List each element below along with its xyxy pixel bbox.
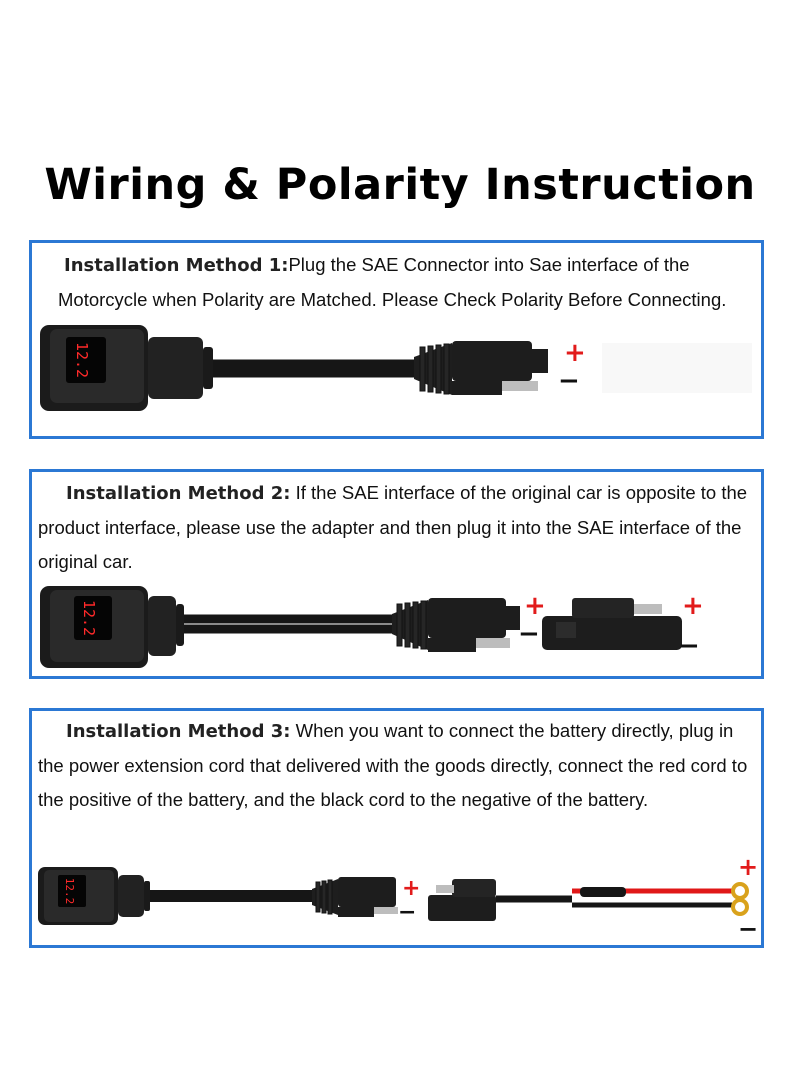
negative-sign: − (558, 366, 580, 396)
method-2-label: Installation Method 2: (66, 483, 291, 504)
positive-sign-2: + (682, 591, 704, 621)
method-2-text: If the SAE interface of the original car… (38, 482, 748, 572)
method-2-description: Installation Method 2: If the SAE interf… (38, 476, 755, 579)
positive-sign-2: + (738, 853, 758, 881)
method-3-description: Installation Method 3: When you want to … (38, 714, 755, 817)
sae-connector (392, 598, 520, 652)
positive-sign: + (564, 338, 586, 368)
page-title: Wiring & Polarity Instruction (44, 160, 756, 210)
sae-connector (414, 341, 548, 395)
method-3-diagram: 12.2 + − (38, 853, 758, 943)
method-2-panel: Installation Method 2: If the SAE interf… (29, 469, 764, 679)
positive-sign-1: + (402, 876, 420, 901)
method-1-text: Plug the SAE Connector into Sae interfac… (58, 254, 727, 310)
sae-adapter (542, 598, 682, 650)
negative-sign-2: − (678, 631, 700, 661)
method-3-panel: Installation Method 3: When you want to … (29, 708, 764, 948)
usb-voltmeter-device: 12.2 (40, 325, 213, 411)
sae-connector (312, 877, 398, 917)
method-1-panel: Installation Method 1:Plug the SAE Conne… (29, 240, 764, 439)
usb-voltmeter-device: 12.2 (40, 586, 184, 668)
negative-sign-2: − (738, 915, 758, 943)
battery-wires (572, 882, 749, 916)
method-1-label: Installation Method 1: (64, 255, 289, 276)
negative-sign-1: − (518, 619, 540, 649)
negative-sign-1: − (398, 900, 416, 925)
voltage-readout: 12.2 (63, 878, 76, 905)
faded-interface (602, 343, 752, 393)
voltage-readout: 12.2 (73, 342, 91, 378)
method-1-diagram: 12.2 + − (40, 325, 752, 411)
usb-voltmeter-device: 12.2 (38, 867, 150, 925)
method-1-description: Installation Method 1:Plug the SAE Conne… (58, 248, 755, 317)
method-3-text: When you want to connect the battery dir… (38, 720, 748, 810)
method-3-label: Installation Method 3: (66, 721, 291, 742)
method-2-diagram: 12.2 + − + − (40, 586, 704, 668)
voltage-readout: 12.2 (80, 600, 98, 636)
positive-sign-1: + (524, 591, 546, 621)
battery-cable-connector (428, 879, 572, 921)
